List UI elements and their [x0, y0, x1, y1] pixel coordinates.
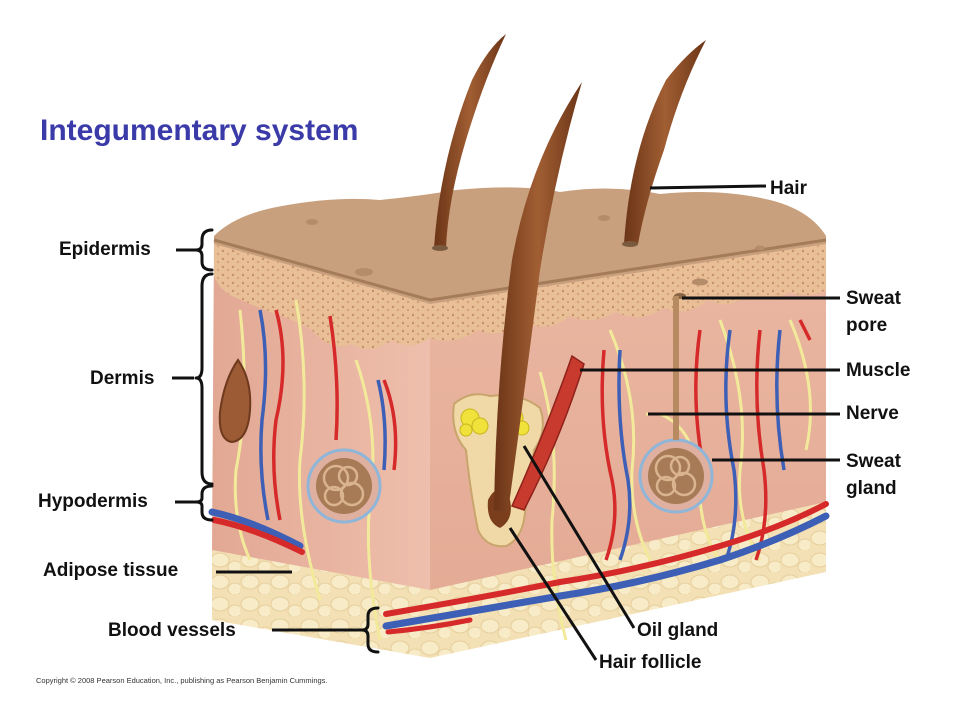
- surface-pore: [306, 219, 318, 225]
- hairs: [432, 34, 706, 512]
- label-dermis: Dermis: [90, 368, 154, 389]
- hair-shaft-left: [434, 34, 506, 248]
- hair-shaft-center: [494, 82, 582, 512]
- leader-oil-gland: [522, 445, 636, 629]
- label-nerve: Nerve: [846, 403, 899, 424]
- subcutaneous-vessels: [208, 501, 830, 635]
- diagram-title: Integumentary system: [40, 114, 358, 147]
- surface-pore: [692, 278, 708, 286]
- surface-pore: [355, 268, 373, 276]
- arrector-pili-muscle: [510, 354, 585, 511]
- skin-surface-edge: [213, 238, 827, 302]
- label-blood-vessels: Blood vessels: [108, 620, 236, 641]
- pressure-receptor: [218, 358, 252, 444]
- surface-pore: [598, 215, 610, 221]
- left-labels: Epidermis Dermis Hypodermis Adipose tiss…: [38, 228, 380, 654]
- label-sweat-pore-line2: pore: [846, 315, 887, 336]
- label-sweat-gland-line2: gland: [846, 478, 897, 499]
- label-epidermis: Epidermis: [59, 239, 151, 260]
- label-adipose-tissue: Adipose tissue: [43, 560, 178, 581]
- label-hypodermis: Hypodermis: [38, 491, 148, 512]
- label-sweat-pore-line1: Sweat: [846, 288, 902, 309]
- brace-blood-vessels: [360, 606, 380, 654]
- leader-hair: [649, 184, 767, 190]
- adipose-layer: [212, 548, 430, 658]
- leader-hair-follicle: [508, 527, 598, 661]
- sweat-gland-left: [306, 448, 382, 524]
- label-muscle: Muscle: [846, 360, 910, 381]
- label-hair: Hair: [770, 178, 808, 199]
- right-labels: Hair Sweat pore Muscle Nerve Sweat gland: [580, 178, 910, 499]
- surface-pore: [755, 245, 765, 251]
- sweat-gland-right: [638, 296, 714, 514]
- epidermis-band-left: [214, 240, 430, 350]
- adipose-layer-right: [430, 500, 826, 658]
- brace-hypodermis: [194, 484, 214, 522]
- copyright-notice: Copyright © 2008 Pearson Education, Inc.…: [36, 676, 328, 685]
- brace-dermis: [194, 272, 214, 486]
- label-hair-follicle: Hair follicle: [599, 652, 701, 673]
- hair-shaft-right: [624, 40, 706, 244]
- label-oil-gland: Oil gland: [637, 620, 718, 641]
- label-sweat-gland-line1: Sweat: [846, 451, 902, 472]
- bottom-labels: Oil gland Hair follicle: [508, 445, 718, 673]
- skin-block: [208, 34, 830, 658]
- brace-epidermis: [194, 228, 214, 272]
